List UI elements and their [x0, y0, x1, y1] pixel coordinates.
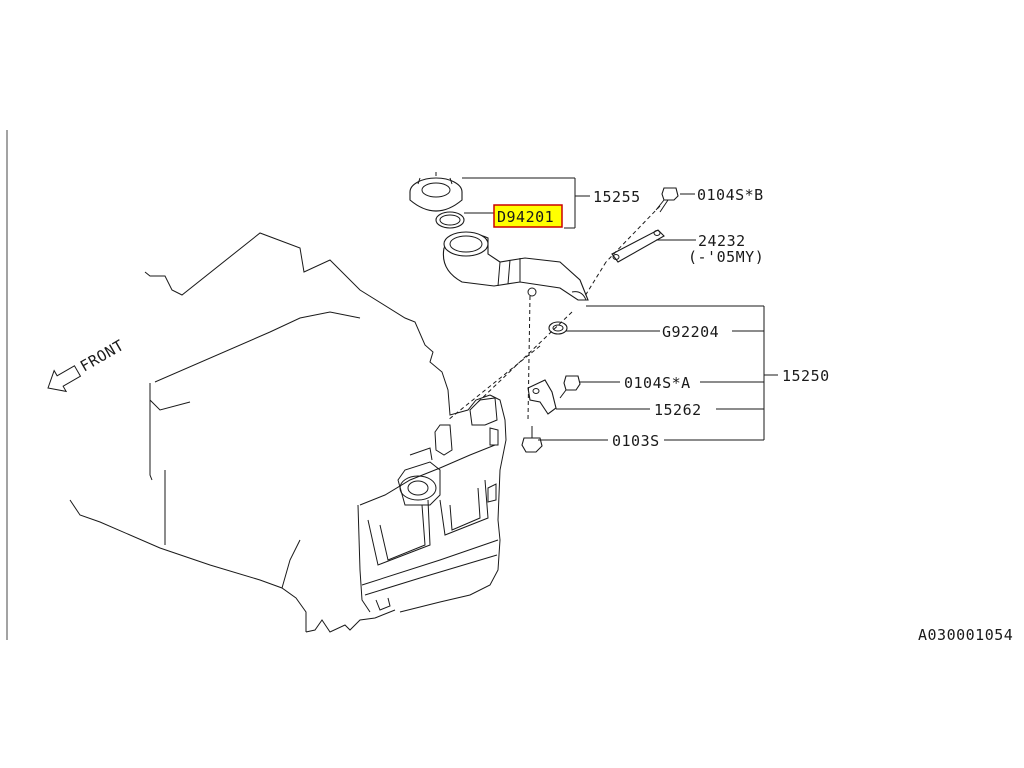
bolt-b-icon [655, 187, 679, 213]
o-ring [548, 321, 568, 335]
bolt-lower-icon [521, 426, 543, 453]
stay-bracket [611, 229, 665, 263]
bolt-a-icon [559, 375, 581, 399]
label-o-ring[interactable]: G92204 [662, 323, 719, 341]
label-cap-group[interactable]: 15255 [593, 188, 641, 206]
label-gasket[interactable]: D94201 [497, 208, 554, 226]
label-bolt-b[interactable]: 0104S*B [697, 186, 764, 204]
label-stay[interactable]: 24232 [698, 232, 746, 250]
front-label: FRONT [77, 336, 127, 375]
label-bolt-a[interactable]: 0104S*A [624, 374, 691, 392]
leader-lines [462, 177, 778, 441]
clip [527, 379, 557, 415]
oil-filler-cap [409, 172, 463, 212]
assembly-guide-lines [447, 205, 661, 421]
label-gasket-highlight[interactable]: D94201 [493, 204, 563, 228]
gasket-ring [435, 211, 465, 229]
engine-block [69, 232, 507, 633]
front-arrow-icon [47, 365, 82, 393]
label-bolt-lower[interactable]: 0103S [612, 432, 660, 450]
label-clip[interactable]: 15262 [654, 401, 702, 419]
label-stay-note: (-'05MY) [688, 248, 764, 266]
figure-id: A030001054 [918, 626, 1013, 644]
oil-filler-pipe [442, 231, 589, 301]
label-assembly[interactable]: 15250 [782, 367, 830, 385]
